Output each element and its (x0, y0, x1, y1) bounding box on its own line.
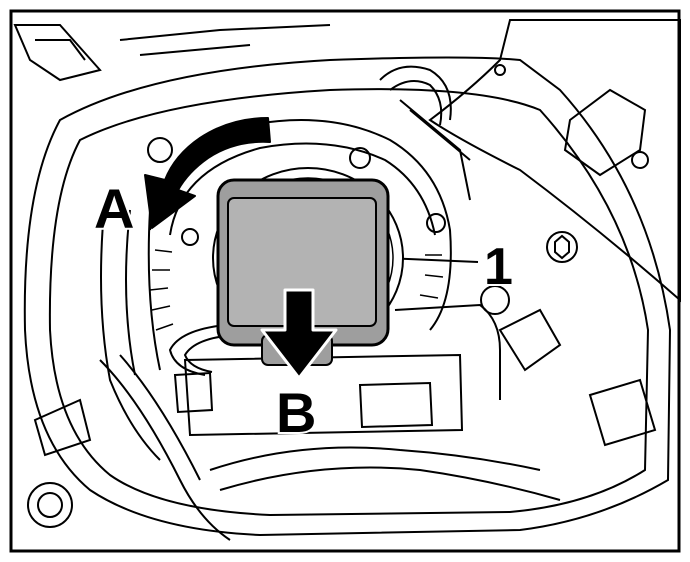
component-1 (212, 167, 404, 366)
callout-a: A (94, 177, 134, 240)
callout-b: B (276, 381, 316, 444)
ring-serrations (149, 249, 444, 331)
arrow-a (144, 117, 271, 229)
callout-1: 1 (484, 238, 513, 296)
arrow-b (260, 288, 338, 380)
background-structure (13, 19, 681, 541)
